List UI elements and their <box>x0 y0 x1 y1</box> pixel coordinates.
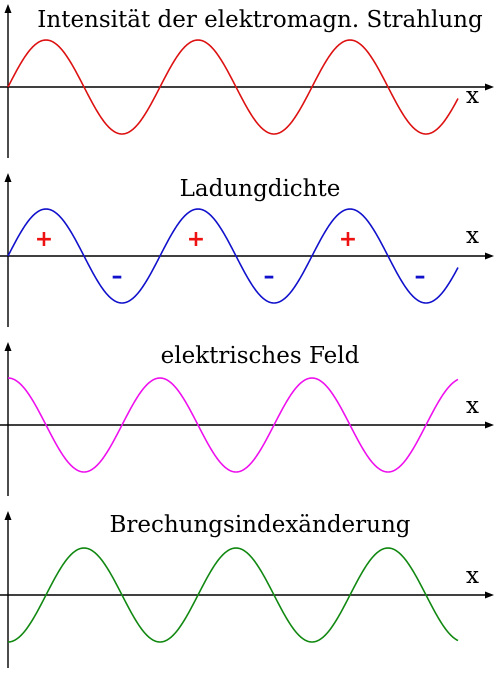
negative-charge-sign: – <box>112 264 123 289</box>
x-axis-label: x <box>466 83 479 109</box>
panel-title: elektrisches Feld <box>161 343 360 369</box>
panel-electric-field: x elektrisches Feld <box>0 342 494 496</box>
x-axis-arrow <box>485 83 494 91</box>
panel-title: Intensität der elektromagn. Strahlung <box>37 7 483 33</box>
x-axis-label: x <box>466 223 479 249</box>
y-axis-arrow <box>4 173 12 182</box>
x-axis-label: x <box>466 393 479 419</box>
positive-charge-sign: + <box>35 227 53 252</box>
panel-title: Ladungdichte <box>180 176 341 202</box>
x-axis-arrow <box>485 252 494 260</box>
electric-field-wave <box>7 377 459 473</box>
y-axis-arrow <box>4 342 12 351</box>
panel-charge-density: x Ladungdichte + – + – + – <box>0 173 494 327</box>
negative-charge-sign: – <box>264 264 275 289</box>
negative-charge-sign: – <box>415 264 426 289</box>
panel-title: Brechungsindexänderung <box>109 512 410 538</box>
x-axis-arrow <box>485 591 494 599</box>
y-axis-arrow <box>4 4 12 13</box>
positive-charge-sign: + <box>339 227 357 252</box>
positive-charge-sign: + <box>187 227 205 252</box>
x-axis-label: x <box>466 563 479 589</box>
x-axis-arrow <box>485 421 494 429</box>
charge-density-wave <box>7 208 459 304</box>
y-axis-arrow <box>4 511 12 520</box>
panel-refractive-index-change: x Brechungsindexänderung <box>0 511 494 668</box>
intensity-wave <box>7 39 459 135</box>
panel-intensity: x Intensität der elektromagn. Strahlung <box>0 4 494 158</box>
refractive-index-wave <box>7 547 459 643</box>
